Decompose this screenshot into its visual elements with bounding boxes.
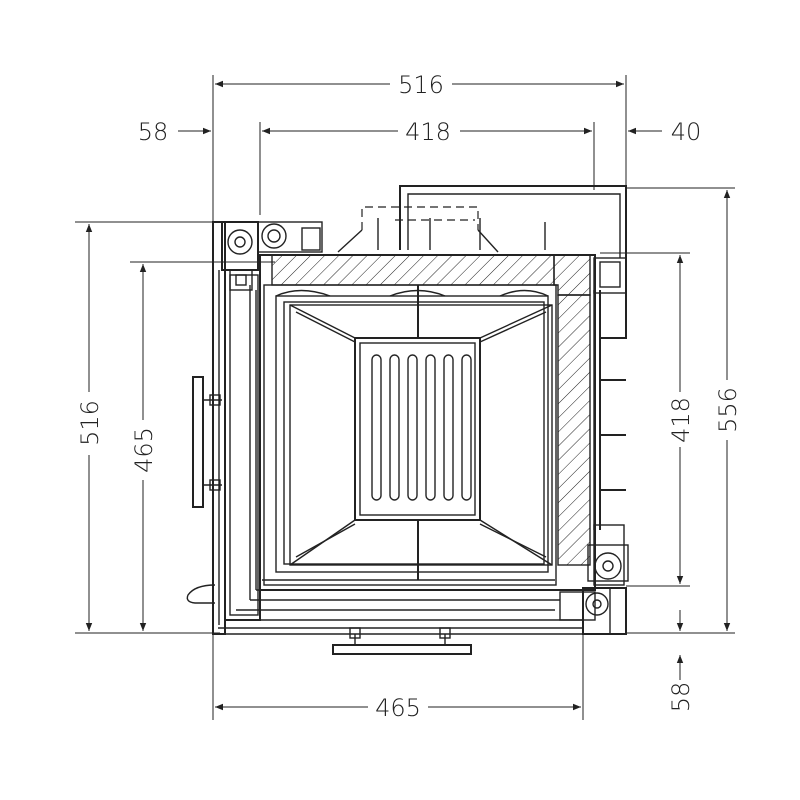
dim-left-inner: 465 — [130, 427, 158, 473]
dimension-lines — [75, 75, 735, 720]
hinge-bottom-right — [559, 544, 629, 621]
grate-slots — [371, 354, 472, 501]
top-left-bracket — [257, 221, 323, 253]
bottom-handle — [332, 627, 472, 655]
dim-top-left-offset: 58 — [138, 118, 169, 146]
firebox — [259, 254, 596, 591]
dim-bottom-right-offset: 58 — [667, 682, 695, 713]
dim-top-right-offset: 40 — [671, 118, 702, 146]
dim-top-inner: 418 — [405, 118, 451, 146]
dim-bottom-width: 465 — [375, 694, 421, 722]
convection-channel — [337, 206, 546, 253]
dim-top-overall: 516 — [398, 71, 444, 99]
hinge-top-left — [221, 221, 259, 291]
dim-left-overall: 516 — [76, 400, 104, 446]
dim-right-overall: 556 — [714, 387, 742, 433]
door-frame — [224, 269, 560, 621]
door-handle — [186, 376, 222, 604]
dim-right-inner: 418 — [667, 397, 695, 443]
